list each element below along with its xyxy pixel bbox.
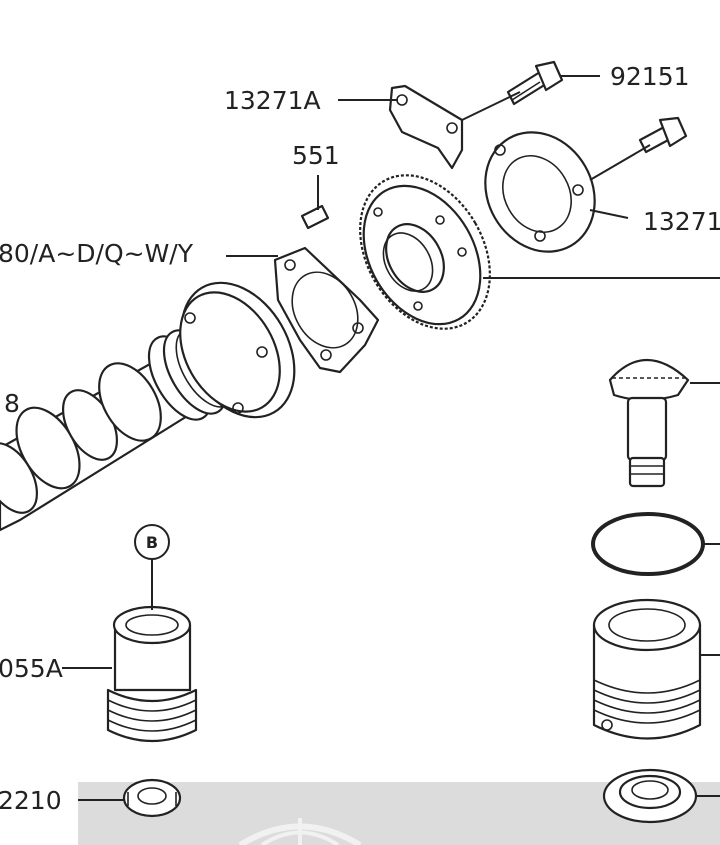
threaded-bushing [592, 598, 702, 740]
bevel-gear-shaft [608, 359, 690, 488]
retainer-plate [388, 84, 464, 170]
label-camshaft: 8 [4, 389, 20, 418]
label-055a: 055A [0, 654, 63, 683]
leader-lines [62, 75, 720, 801]
o-ring [591, 512, 705, 576]
bolt-upper [506, 60, 564, 106]
label-551: 551 [292, 141, 340, 170]
ball-bearing [602, 768, 698, 824]
hex-nut [122, 778, 182, 818]
flange-bolt-hole [232, 402, 244, 414]
flange-bolt-hole [256, 346, 268, 358]
watermark-logo [238, 818, 362, 845]
gasket-plate [273, 246, 380, 374]
flange-bolt-hole [184, 312, 196, 324]
callout-b-letter: B [146, 533, 158, 552]
callout-b: B [134, 524, 170, 610]
tappet-sleeve [106, 605, 198, 743]
label-13271a: 13271A [224, 86, 321, 115]
label-2210: 2210 [0, 786, 62, 815]
round-plate [484, 131, 596, 253]
camshaft [0, 281, 296, 532]
label-13271: 13271 [643, 207, 720, 236]
label-gasket-codes: 80/A~D/Q~W/Y [0, 239, 194, 268]
dowel-pin [300, 204, 330, 230]
timing-gear [359, 174, 491, 330]
label-92151: 92151 [610, 62, 690, 91]
